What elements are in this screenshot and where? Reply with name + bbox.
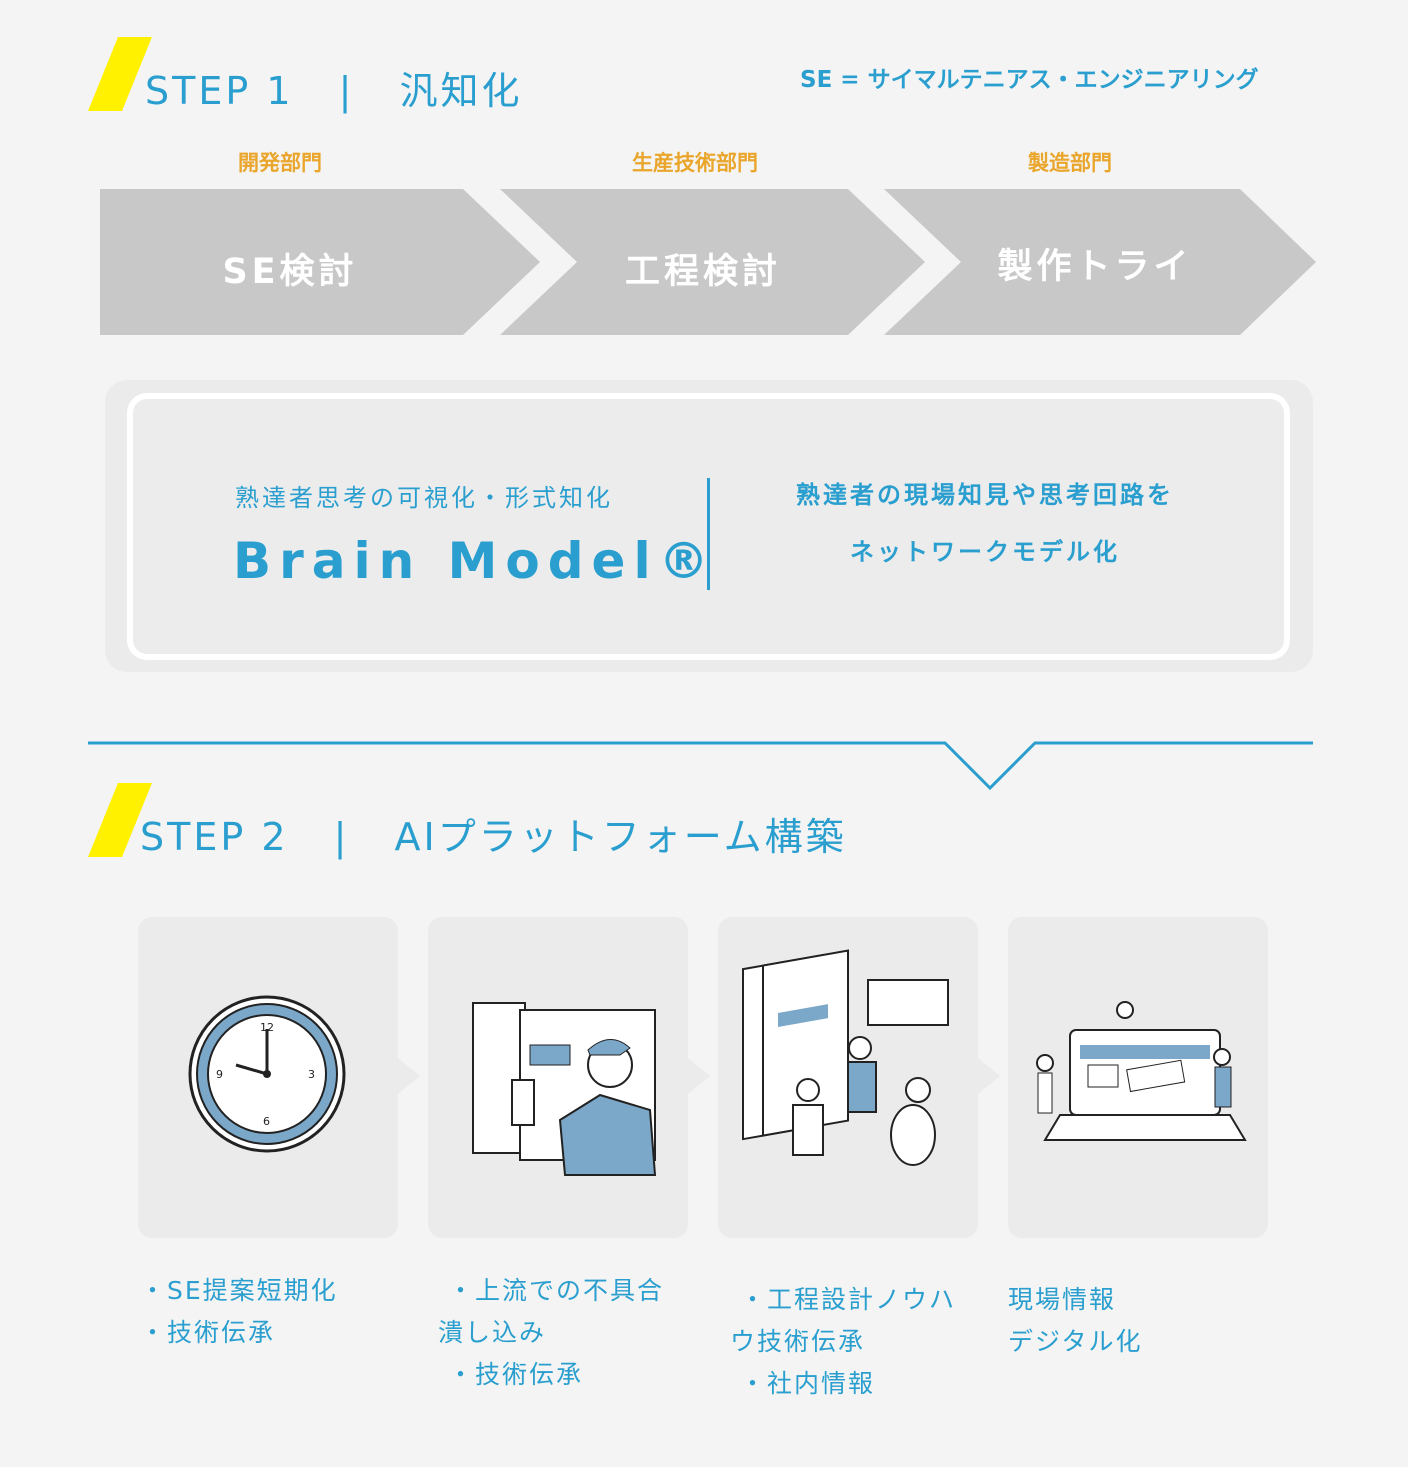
svg-text:6: 6 (263, 1115, 270, 1128)
card-description: ・SE提案短期化 ・技術伝承 (140, 1276, 338, 1347)
step1-separator: | (338, 69, 355, 113)
step1-heading: STEP 1 | 汎知化 (145, 60, 523, 115)
brain-model-subtitle: 熟達者思考の可視化・形式知化 (235, 484, 613, 512)
worker-panel-illustration (472, 1002, 657, 1176)
step2-separator: | (333, 815, 350, 859)
step2-title: AIプラットフォーム構築 (394, 815, 847, 859)
svg-text:12: 12 (260, 1021, 274, 1034)
process-step-label: 工程検討 (624, 252, 781, 292)
clock-illustration: 12 3 6 9 (188, 995, 346, 1153)
brain-model-description-2: ネットワークモデル化 (850, 538, 1120, 566)
process-step-label: SE検討 (222, 252, 358, 292)
card-description: ・工程設計ノウハ ウ技術伝承 ・社内情報 (730, 1285, 956, 1398)
process-arrow (500, 189, 925, 335)
step2-heading: STEP 2 | AIプラットフォーム構築 (140, 806, 847, 861)
svg-text:3: 3 (308, 1068, 315, 1081)
laptop-team-illustration (1036, 1001, 1247, 1141)
connector-arrow (978, 1058, 1000, 1094)
process-arrow (100, 189, 540, 335)
team-documents-illustration (742, 949, 949, 1166)
step1-title: 汎知化 (399, 69, 523, 113)
process-arrow (884, 189, 1316, 335)
department-label: 生産技術部門 (632, 151, 758, 175)
vertical-divider (707, 478, 710, 590)
se-definition: SE = サイマルテニアス・エンジニアリング (800, 67, 1259, 93)
process-arrows (100, 189, 1316, 335)
card-description: ・上流での不具合 潰し込み ・技術伝承 (438, 1276, 664, 1389)
section-divider-chevron (88, 741, 1313, 791)
connector-arrow (688, 1058, 710, 1094)
yellow-slash-accent (88, 783, 152, 857)
card-description: 現場情報 デジタル化 (1008, 1285, 1143, 1356)
svg-text:9: 9 (216, 1068, 223, 1081)
card-connectors (398, 1058, 1000, 1094)
step1-label: STEP 1 (145, 69, 294, 113)
yellow-slash-accent (88, 37, 152, 111)
brain-model-title: Brain Model® (233, 532, 717, 590)
connector-arrow (398, 1058, 420, 1094)
department-label: 開発部門 (238, 151, 322, 175)
brain-model-description-1: 熟達者の現場知見や思考回路を (796, 481, 1174, 509)
department-label: 製造部門 (1028, 151, 1112, 175)
step2-label: STEP 2 (140, 815, 289, 859)
process-step-label: 製作トライ (997, 247, 1193, 287)
